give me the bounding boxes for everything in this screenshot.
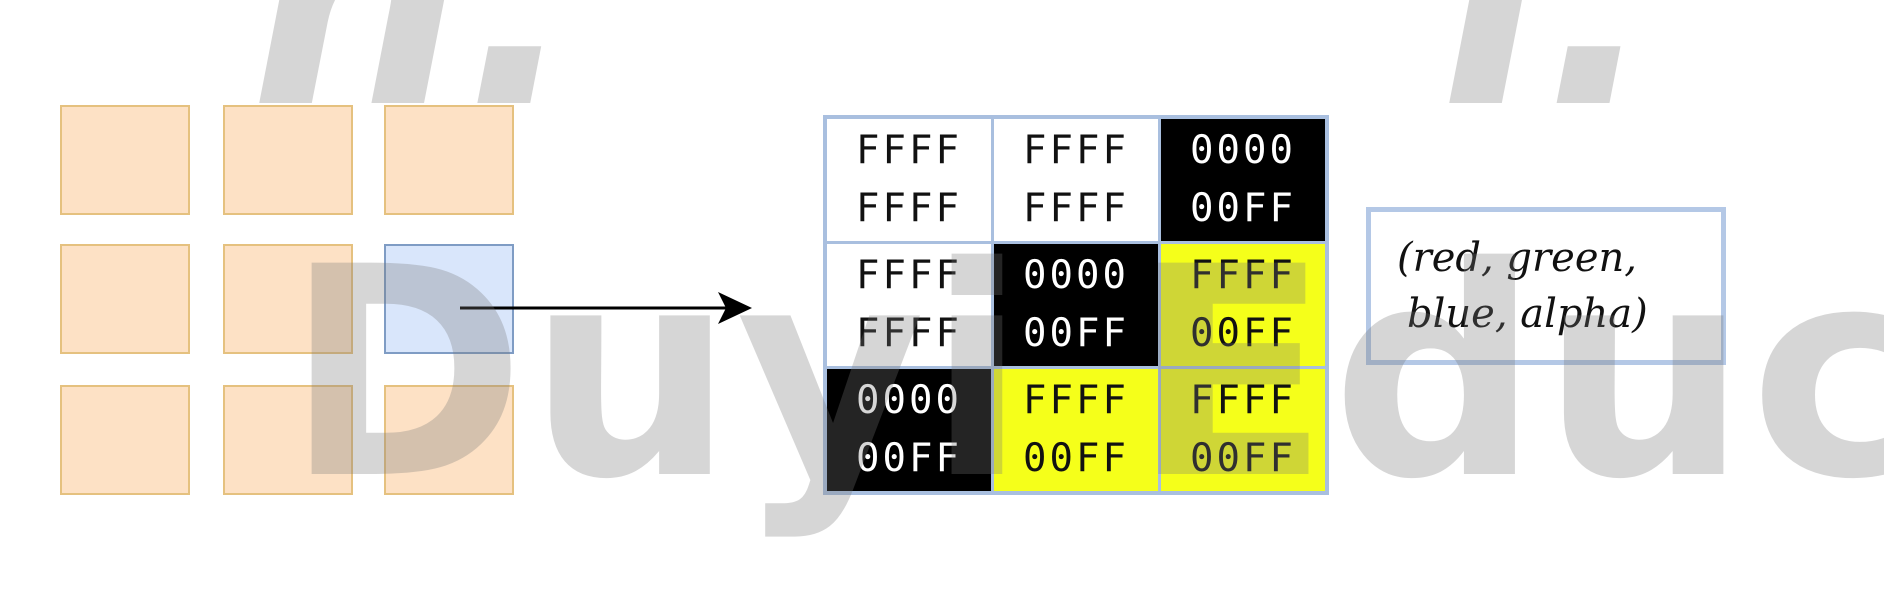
cell-line2: 00FF <box>1023 311 1129 356</box>
cell-line2: 00FF <box>1190 186 1296 231</box>
cell-line1: FFFF <box>1023 128 1129 173</box>
color-value-table: FFFF FFFF FFFF FFFF 0000 00FF FFFF FFFF … <box>823 115 1329 495</box>
pixel-r3-c2 <box>223 385 353 495</box>
cell-line1: 0000 <box>1023 253 1129 298</box>
annotation-line2: blue, alpha) <box>1407 291 1648 337</box>
cell-line2: 00FF <box>1023 436 1129 481</box>
table-cell-r3-c3: FFFF 00FF <box>1161 369 1325 491</box>
cell-line1: FFFF <box>1190 253 1296 298</box>
cell-line2: FFFF <box>1023 186 1129 231</box>
table-cell-r1-c1: FFFF FFFF <box>827 119 991 241</box>
table-cell-r3-c1: 0000 00FF <box>827 369 991 491</box>
table-cell-r2-c3: FFFF 00FF <box>1161 244 1325 366</box>
cell-line1: FFFF <box>856 128 962 173</box>
cell-line1: FFFF <box>1023 378 1129 423</box>
pixel-r1-c3 <box>384 105 514 215</box>
cell-line1: FFFF <box>1190 378 1296 423</box>
pixel-r2-c2 <box>223 244 353 354</box>
table-cell-r2-c2: 0000 00FF <box>994 244 1158 366</box>
pixel-r1-c1 <box>60 105 190 215</box>
arrow-icon <box>460 292 752 324</box>
table-cell-r3-c2: FFFF 00FF <box>994 369 1158 491</box>
cell-line2: FFFF <box>856 311 962 356</box>
pixel-r1-c2 <box>223 105 353 215</box>
annotation-line1: (red, green, <box>1397 235 1637 281</box>
pixel-r3-c1 <box>60 385 190 495</box>
pixel-r2-c1 <box>60 244 190 354</box>
table-cell-r2-c1: FFFF FFFF <box>827 244 991 366</box>
watermark-top-right: ì. <box>1440 0 1657 150</box>
cell-line2: 00FF <box>1190 436 1296 481</box>
rgba-annotation-box: (red, green, blue, alpha) <box>1366 207 1726 365</box>
cell-line2: 00FF <box>856 436 962 481</box>
cell-line2: FFFF <box>856 186 962 231</box>
table-cell-r1-c2: FFFF FFFF <box>994 119 1158 241</box>
cell-line2: 00FF <box>1190 311 1296 356</box>
cell-line1: 0000 <box>856 378 962 423</box>
table-cell-r1-c3: 0000 00FF <box>1161 119 1325 241</box>
cell-line1: FFFF <box>856 253 962 298</box>
pixel-r3-c3 <box>384 385 514 495</box>
cell-line1: 0000 <box>1190 128 1296 173</box>
pixel-r2-c3-selected <box>384 244 514 354</box>
